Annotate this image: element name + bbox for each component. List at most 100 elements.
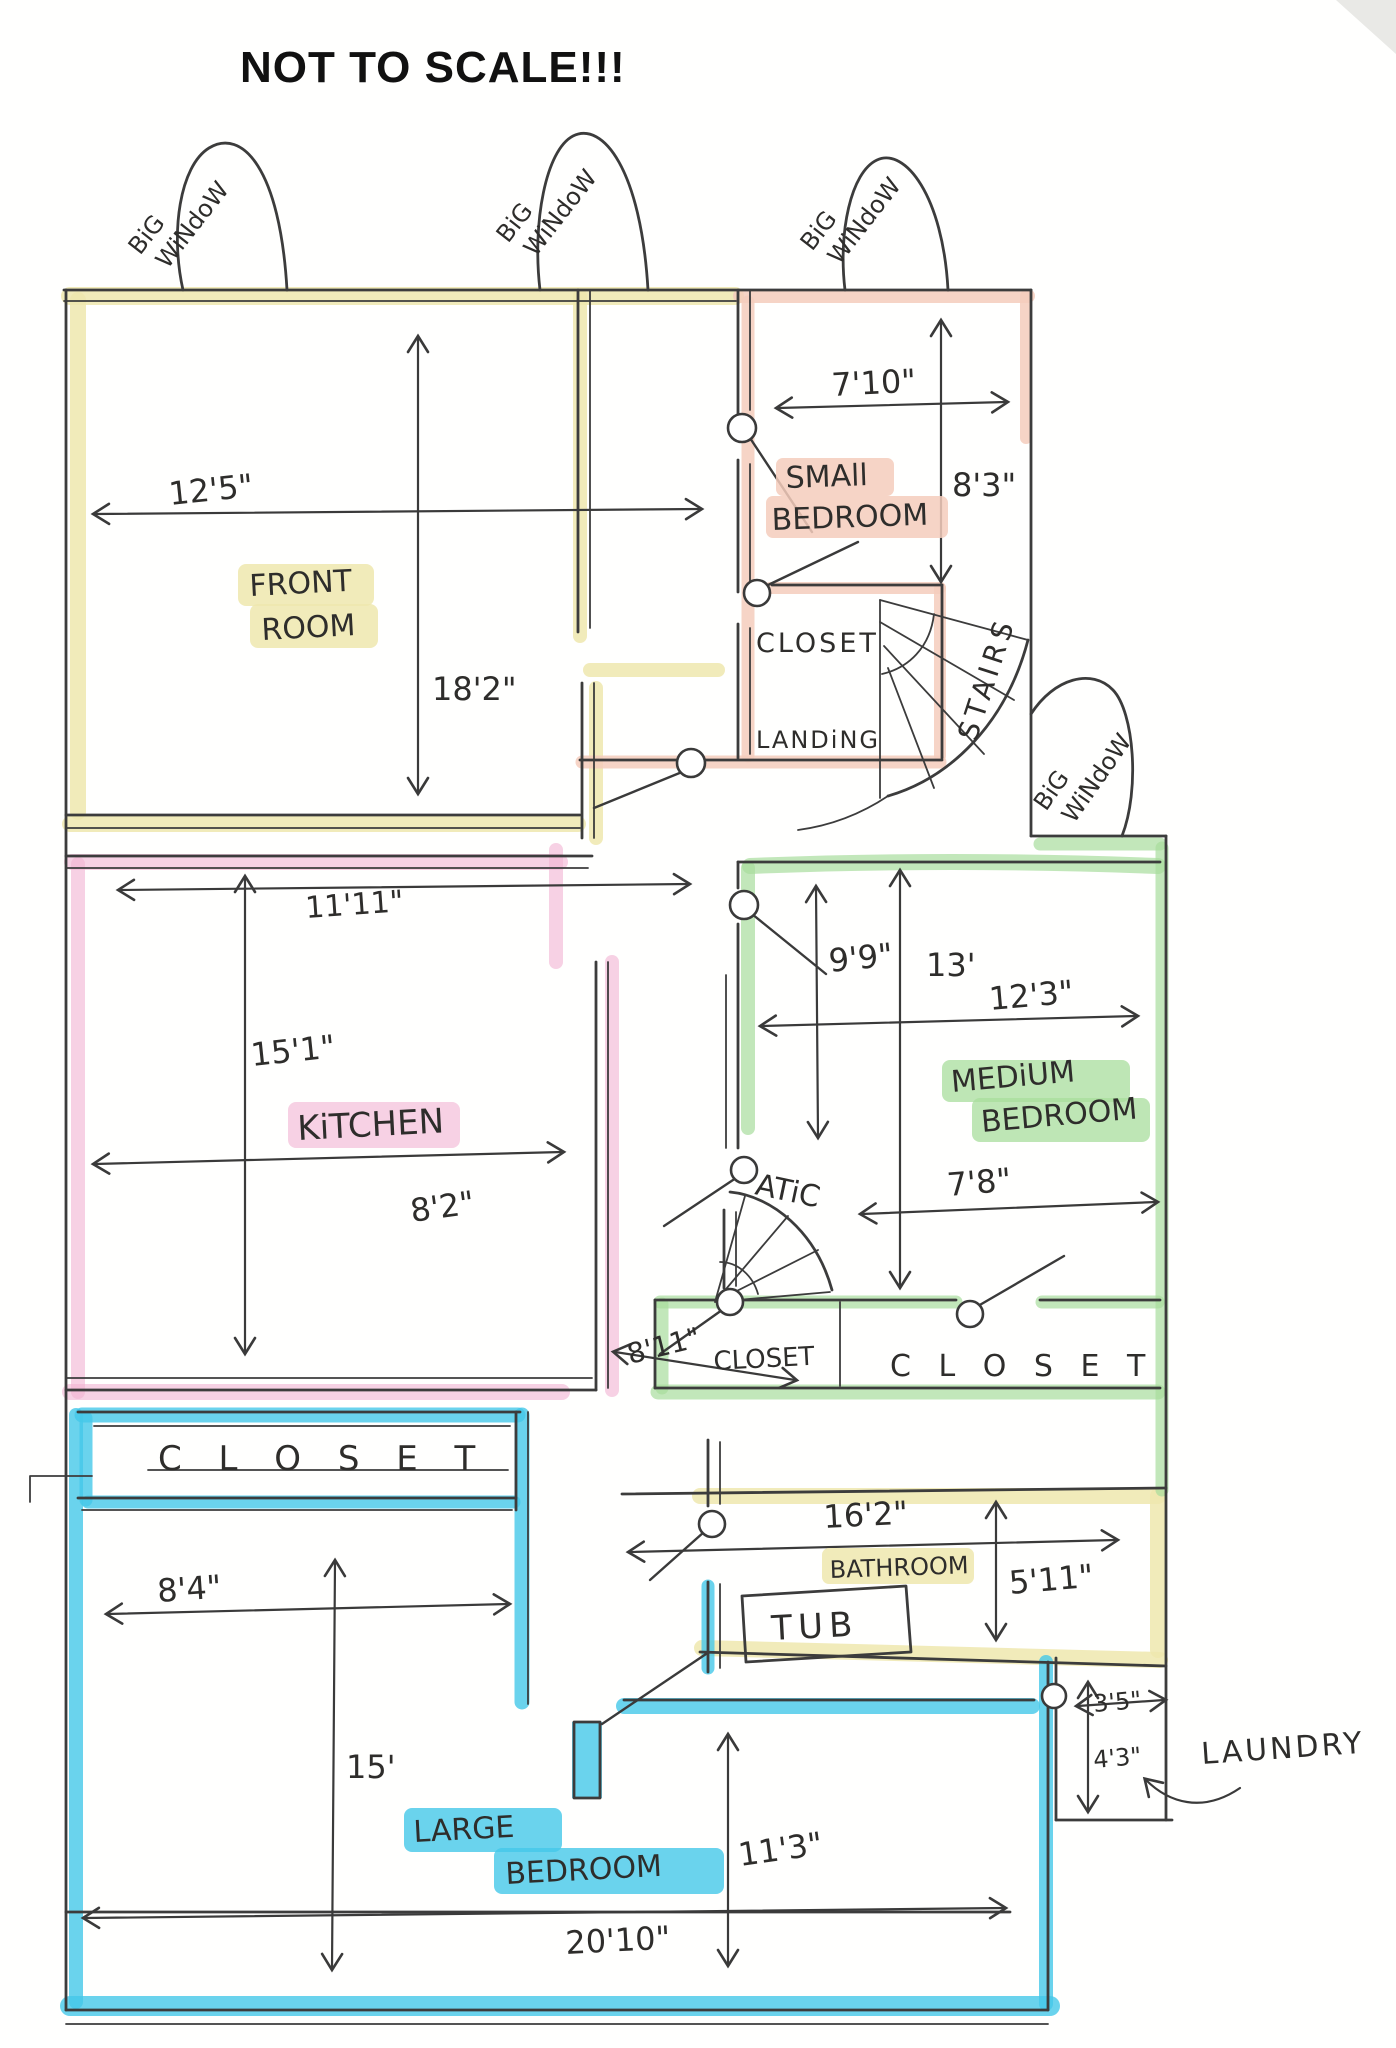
smallbr-name-line1: SMAll — [785, 458, 868, 496]
frontroom-name-line1: FRONT — [249, 564, 354, 604]
dim-medbr-width-arrow — [757, 1005, 1141, 1037]
largebr-door-swing — [600, 1652, 708, 1726]
dim-bcloset-width-arrow — [103, 1593, 513, 1625]
hallcloset-label: CLOSET — [713, 1342, 816, 1377]
medbr-door-swing — [750, 912, 828, 976]
medbr-heightright-label: 13' — [926, 946, 976, 984]
smallbr-name-highlight1 — [776, 458, 894, 496]
kitchen-name: KiTCHEN — [296, 1101, 445, 1149]
medbr-closet-label: C L O S E T — [890, 1349, 1154, 1384]
largebr-width-label: 20'10" — [564, 1919, 671, 1962]
hall-closet-door-hinge — [715, 1287, 745, 1317]
bathroom-height-label: 5'11" — [1007, 1557, 1095, 1602]
bathroom-width-label: 16'2" — [822, 1494, 908, 1536]
highlight-bath-bottom — [694, 1640, 1168, 1668]
medbr-closet-door-swing — [976, 1254, 1066, 1308]
smallbr-closet-door-hinge — [742, 578, 772, 608]
frontroom-width-label: 12'5" — [167, 466, 255, 513]
window-bump-2 — [536, 132, 650, 292]
dim-frontroom-width-arrow — [90, 497, 705, 526]
smallbr-closet-label: CLOSET — [756, 628, 879, 659]
largebr-heightright-label: 11'3" — [736, 1825, 825, 1874]
window-2-label: BiG WiNdoW — [491, 164, 603, 261]
paper-fold-corner — [1336, 0, 1396, 54]
attic-door-hinge — [729, 1155, 759, 1185]
largebr-name-highlight1 — [404, 1808, 562, 1852]
window-right-label: BiG WiNdoW — [1028, 729, 1137, 828]
largebr-name-line2: BEDROOM — [505, 1849, 663, 1892]
laundry-height-label: 4'3" — [1092, 1742, 1142, 1774]
bathroom-name: BATHROOM — [829, 1551, 969, 1584]
window-bump-right — [1029, 677, 1135, 838]
stairs-inner-arc — [881, 613, 935, 675]
attic-treads — [714, 1195, 831, 1303]
medbr-closet-door-hinge — [955, 1299, 985, 1329]
wall-bath-bottom — [698, 1650, 1168, 1668]
medbr-heightleft-label: 9'9" — [827, 935, 895, 980]
medbr-widthbottom-label: 7'8" — [945, 1161, 1012, 1204]
wall-bath-top — [620, 1486, 1168, 1496]
largebr-heightleft-label: 15' — [346, 1748, 396, 1786]
bathroom-door-swing — [648, 1530, 706, 1582]
tub-label: TUB — [769, 1604, 859, 1649]
frontroom-name-highlight2 — [250, 604, 378, 648]
attic-label: ATiC — [752, 1168, 823, 1216]
bathroom-name-highlight — [822, 1548, 974, 1584]
laundry-name: LAUNDRY — [1200, 1726, 1366, 1772]
stairs-entry-curve — [797, 795, 889, 831]
dim-medbr-heightleft-arrow — [804, 883, 830, 1141]
attic-staircase: ATiC — [714, 1168, 834, 1303]
kitchen-widthtop-label: 11'11" — [304, 884, 405, 926]
dim-hallcloset-depth-arrow — [610, 1342, 800, 1390]
smallbr-name-line2: BEDROOM — [771, 498, 929, 538]
smallbr-height-label: 8'3" — [952, 466, 1016, 504]
stairs-outer-arc — [886, 638, 1030, 798]
laundry-pointer-arrow — [1142, 1776, 1242, 1804]
highlight-largebr-doorstub — [572, 1722, 602, 1798]
highlighter-layer — [60, 287, 1169, 2016]
wall-bcloset-notch — [29, 1475, 93, 1503]
dim-kitchen-widthbottom-arrow — [90, 1141, 567, 1175]
attic-outer-arc — [728, 1190, 834, 1292]
dim-kitchen-widthtop-arrow — [115, 872, 693, 902]
landing-door-hinge — [675, 747, 707, 779]
kitchen-height-label: 15'1" — [249, 1027, 337, 1074]
stairs-label: STAIRS — [951, 613, 1022, 744]
tub-outline — [740, 1584, 913, 1664]
laundry-width-label: 3'5" — [1092, 1686, 1142, 1718]
kitchen-name-highlight — [288, 1102, 460, 1148]
dim-bathroom-width-arrow — [625, 1529, 1121, 1563]
frontroom-name-highlight1 — [238, 564, 374, 606]
landing-door-swing — [592, 770, 684, 810]
landing-label: LANDiNG — [756, 726, 880, 754]
dim-largebr-width-arrow — [80, 1896, 1009, 1930]
medbr-name-highlight1 — [942, 1060, 1130, 1102]
attic-inner-arc — [719, 1261, 759, 1295]
largebr-name-line1: LARGE — [413, 1810, 516, 1850]
dim-medbr-widthbottom-arrow — [857, 1191, 1161, 1225]
kitchen-widthbottom-label: 8'2" — [408, 1183, 477, 1230]
bathroom-door-hinge — [697, 1509, 727, 1539]
bcloset-width-label: 8'4" — [156, 1568, 223, 1610]
window-3-label: BiG WiNdoW — [795, 172, 907, 269]
window-bump-1 — [176, 141, 289, 292]
pencil-walls — [29, 288, 1174, 2025]
smallbr-width-label: 7'10" — [830, 362, 916, 404]
smallbr-door-hinge — [726, 412, 758, 444]
largebr-name-highlight2 — [494, 1848, 724, 1894]
medbr-door-hinge — [728, 889, 760, 921]
medbr-width-label: 12'3" — [987, 973, 1075, 1018]
smallbr-name-highlight2 — [766, 496, 948, 538]
wall-largebr-doorstub — [572, 1720, 602, 1800]
laundry-door-hinge — [1040, 1682, 1068, 1710]
stairs-treads — [879, 599, 1029, 789]
attic-door-swing — [662, 1176, 738, 1228]
dimensions — [80, 317, 1242, 1973]
window-bump-3 — [841, 156, 950, 292]
page-title: NOT TO SCALE!!! — [240, 43, 626, 92]
smallbr-closet-door-swing — [764, 540, 860, 588]
dim-smallbr-width-arrow — [773, 391, 1011, 419]
frontroom-name-line2: ROOM — [261, 608, 357, 648]
